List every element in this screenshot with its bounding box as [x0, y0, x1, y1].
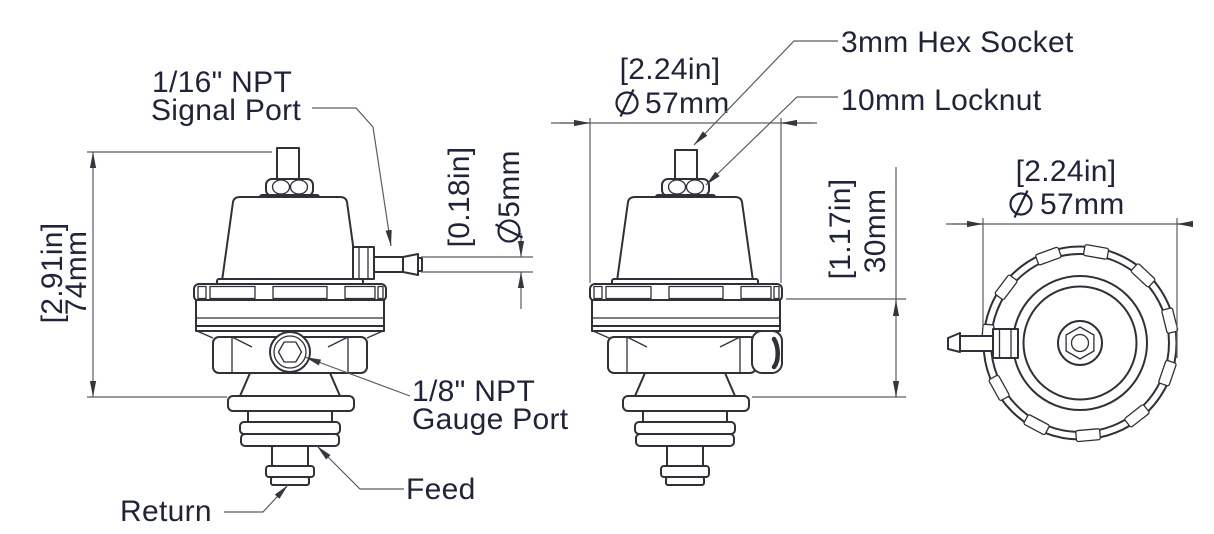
side-waist: [239, 372, 341, 397]
side-clamp-ring: [193, 283, 387, 302]
hex-socket-label: 3mm Hex Socket: [841, 26, 1074, 59]
top-signal-barb-fitting: [947, 328, 1019, 359]
dim-overall-height-bracket: [2.91in]: [36, 223, 69, 324]
hex-socket-icon: [277, 341, 303, 363]
top-view: [947, 244, 1179, 443]
gauge-port-label-line1: 1/8" NPT: [412, 375, 535, 408]
return-label: Return: [120, 495, 212, 528]
gauge-port-leader: [304, 356, 411, 397]
feed-label: Feed: [406, 473, 476, 506]
diameter-icon: [1009, 189, 1033, 219]
hex-socket-leader: [693, 40, 838, 146]
dim-front-diameter-bracket: [2.24in]: [620, 53, 721, 86]
dim-signal-barb-diameter: [0.18in] 5mm: [421, 147, 533, 309]
front-upper-body: [591, 299, 781, 339]
front-lower-body: [607, 330, 783, 374]
side-upper-body: [195, 299, 385, 339]
signal-port-label-line1: 1/16" NPT: [152, 66, 292, 99]
dim-lower-height-bracket: [1.17in]: [824, 179, 857, 280]
side-mounting-flange: [227, 395, 355, 412]
signal-port-label-line2: Signal Port: [151, 94, 301, 127]
side-gauge-port-plug: [269, 331, 311, 373]
front-clamp-ring: [589, 283, 783, 302]
side-adjuster-stem: [276, 147, 300, 182]
locknut-label: 10mm Locknut: [841, 84, 1042, 117]
dim-overall-height-metric: 74mm: [60, 231, 93, 316]
signal-port-leader: [312, 107, 392, 247]
dim-lower-body-height: [1.17in] 30mm: [752, 167, 906, 398]
dim-signal-barb-bracket: [0.18in]: [443, 147, 476, 248]
dim-top-diameter: [2.24in] 57mm: [946, 155, 1193, 358]
side-oring-section: [239, 410, 341, 447]
dim-front-diameter-metric: 57mm: [645, 87, 730, 120]
front-spring-cap: [616, 196, 754, 282]
gauge-port-label-line2: Gauge Port: [412, 403, 569, 436]
top-ring-serrations: [980, 244, 1179, 443]
side-return-barb: [265, 445, 315, 486]
front-mounting-flange: [622, 395, 750, 412]
top-adjuster-hub: [1057, 320, 1103, 366]
hex-socket-icon: [1065, 326, 1095, 360]
dim-overall-height: [2.91in] 74mm: [36, 151, 272, 398]
front-port-shadow: [771, 336, 780, 370]
return-leader: [224, 484, 289, 513]
side-signal-barb-fitting: [352, 246, 423, 280]
front-waist: [634, 372, 736, 397]
dim-top-diameter-metric: 57mm: [1040, 188, 1125, 221]
locknut-leader: [705, 96, 838, 186]
front-oring-section: [634, 410, 736, 447]
dim-front-diameter: [2.24in] 57mm: [551, 53, 817, 283]
dim-top-diameter-bracket: [2.24in]: [1016, 155, 1117, 188]
side-spring-cap: [221, 196, 359, 282]
front-return-barb: [660, 445, 710, 486]
dim-signal-barb-metric: 5mm: [493, 150, 526, 218]
side-view: [193, 147, 423, 486]
dim-lower-height-metric: 30mm: [859, 189, 892, 274]
diameter-icon: [494, 219, 524, 243]
feed-leader: [316, 445, 404, 490]
diameter-icon: [615, 88, 639, 118]
front-view: [589, 149, 783, 486]
